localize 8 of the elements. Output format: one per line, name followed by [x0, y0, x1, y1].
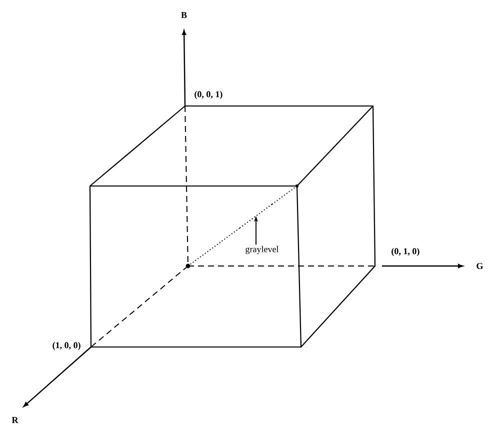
vertex-label: (0, 1, 0) — [392, 248, 420, 256]
diagonal-line — [239, 204, 273, 228]
vertex-label: (1, 0, 0) — [52, 342, 80, 350]
vertex-label: (0, 0, 1) — [194, 90, 222, 100]
axis-label: B — [181, 12, 187, 18]
annotation-text: graylevel — [244, 244, 280, 256]
axis-label: G — [476, 262, 483, 270]
axis-label: R — [12, 417, 18, 423]
